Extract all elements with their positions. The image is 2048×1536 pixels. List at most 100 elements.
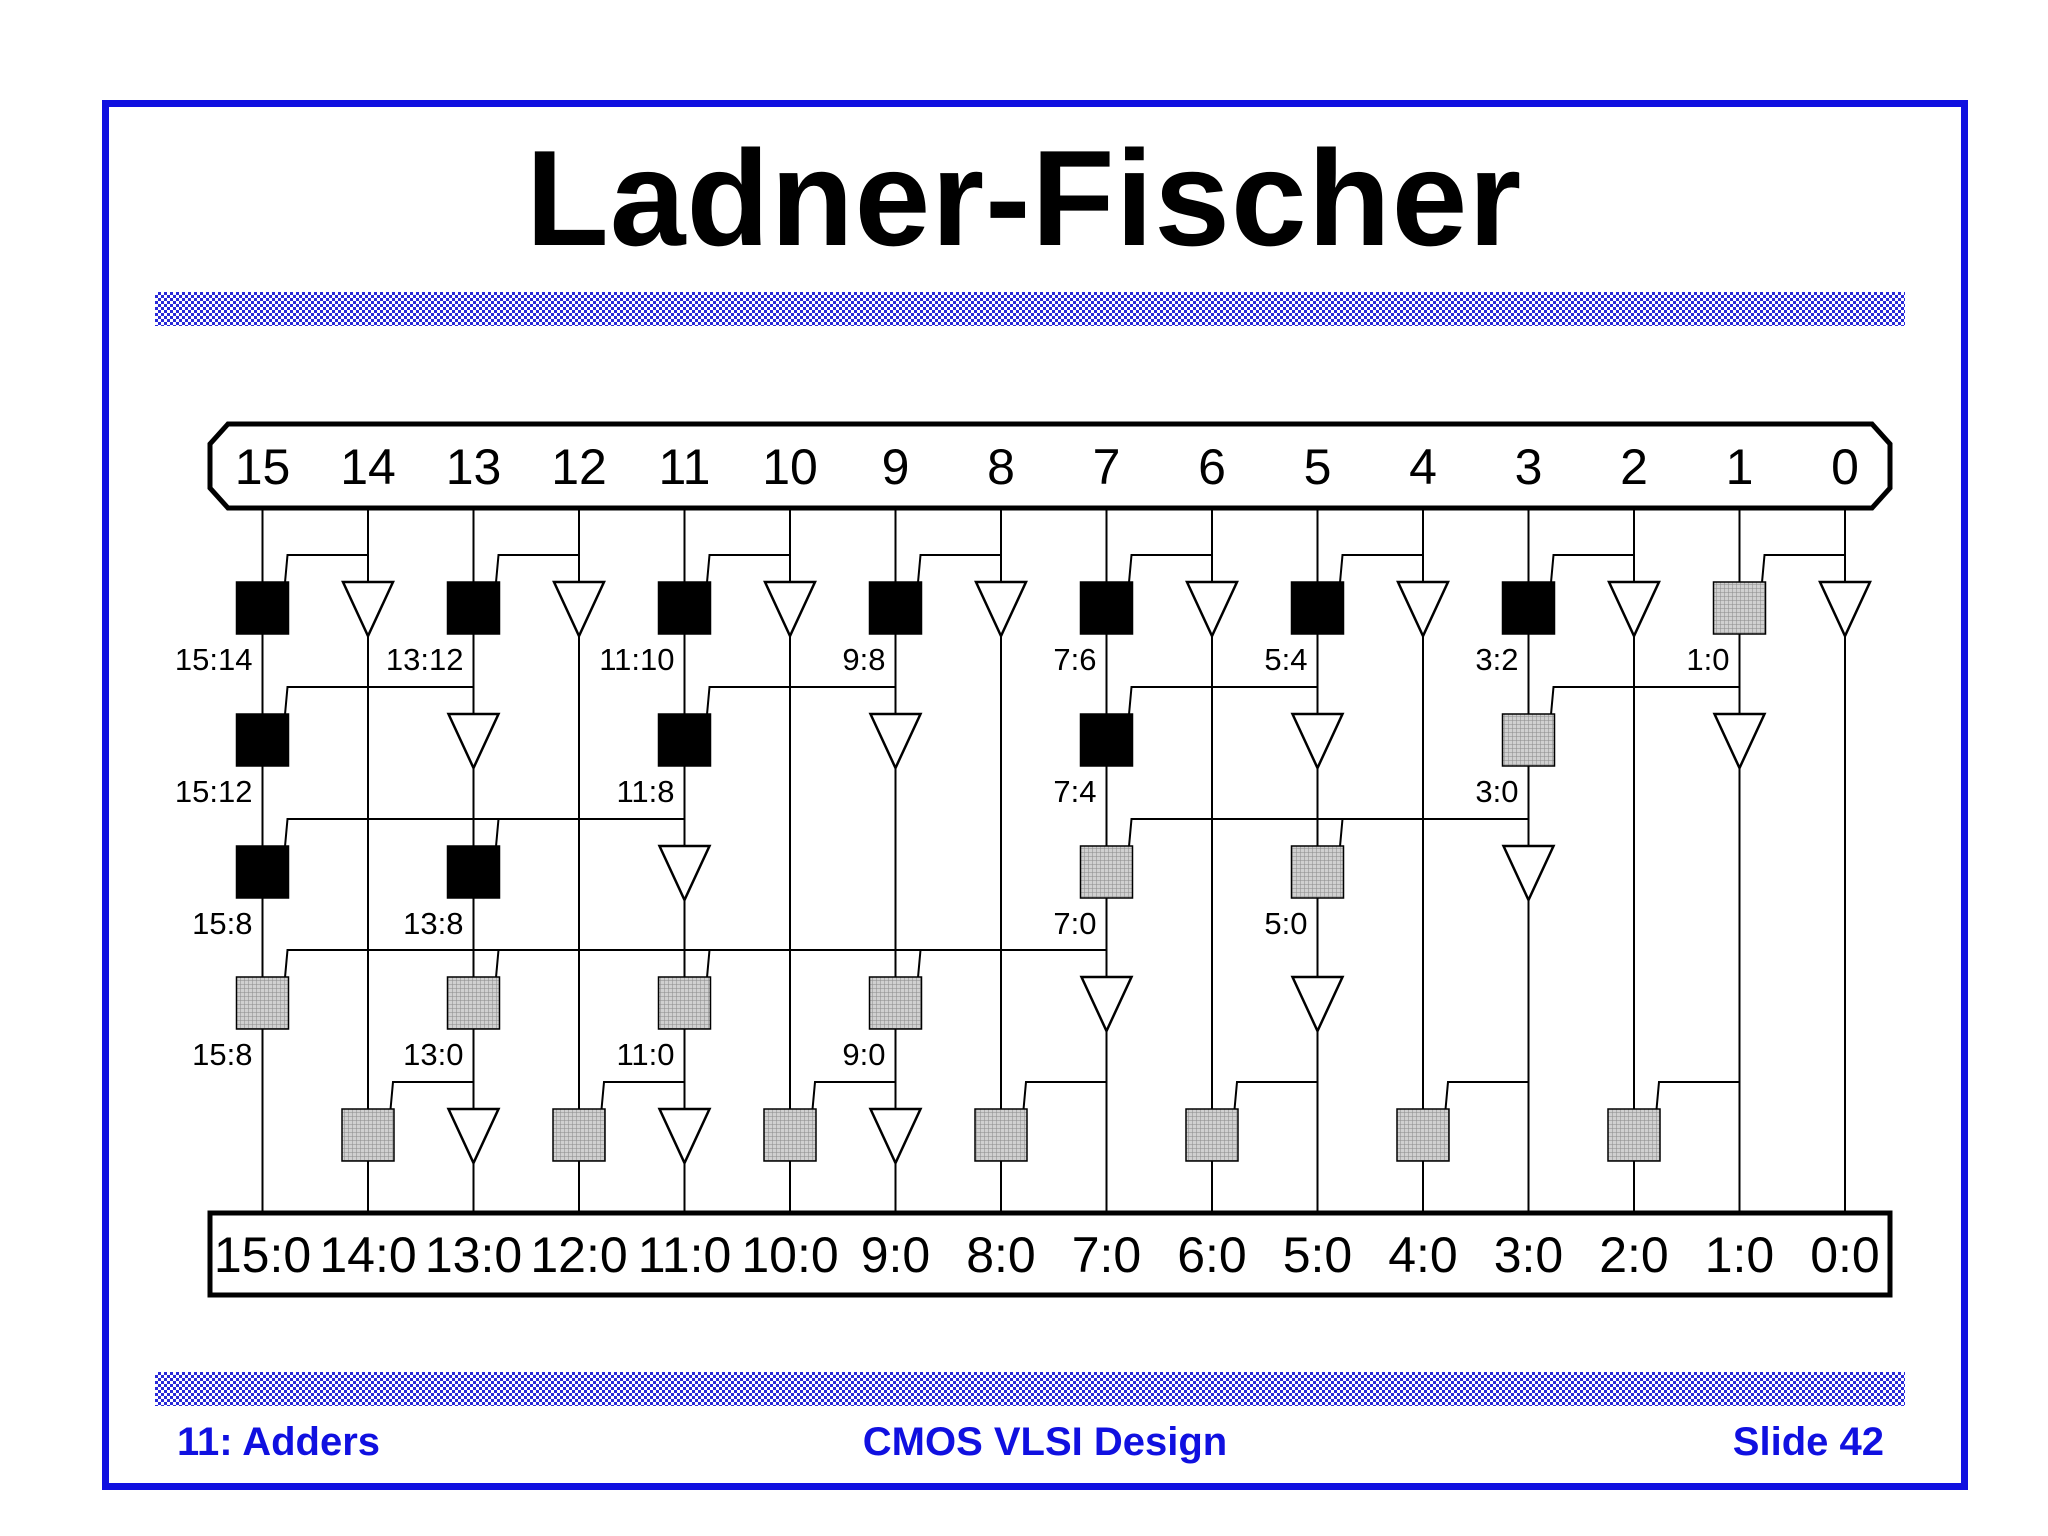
black-cell [235,845,290,899]
carry-feed-wire [1338,818,1529,853]
cell-prefix-label: 3:0 [1475,774,1518,809]
carry-feed-wire [1233,1081,1318,1116]
cell-prefix-label: 7:0 [1053,906,1096,941]
buffer-cell [1818,580,1872,639]
carry-feed-wire [811,1081,896,1116]
cell-prefix-label: 15:8 [192,906,252,941]
carry-feed-wire [494,818,685,853]
carry-feed-wire [389,1081,474,1116]
gray-cell [974,1108,1028,1162]
gray-cell [235,976,290,1030]
input-bit-label: 2 [1620,439,1648,495]
cell-prefix-label: 11:0 [616,1037,674,1072]
carry-feed-wire [283,686,474,721]
carry-feed-wire [916,949,1107,984]
black-cell [657,713,712,767]
carry-feed-wire [1549,686,1740,721]
gray-cell [868,976,923,1030]
carry-feed-wire [283,554,368,589]
cell-layer [235,580,1872,1166]
bottom-rule-band [155,1372,1905,1406]
black-cell [235,581,290,635]
buffer-cell [1607,580,1661,639]
carry-feed-wire [494,949,1107,984]
cell-prefix-label: 15:12 [175,774,253,809]
buffer-cell [868,712,923,771]
output-prefix-label: 6:0 [1177,1227,1247,1283]
buffer-cell [657,1107,712,1166]
buffer-cell [1185,580,1239,639]
cell-prefix-label: 11:10 [599,642,674,677]
gray-cell [1712,581,1767,635]
carry-feed-wire [494,554,579,589]
gray-cell [1290,845,1345,899]
output-prefix-label: 11:0 [638,1227,732,1283]
black-cell [868,581,923,635]
carry-feed-wire [1338,554,1423,589]
output-prefix-label: 13:0 [425,1227,522,1283]
output-bus [207,1210,1893,1298]
input-bit-label: 3 [1515,439,1543,495]
output-prefix-label: 3:0 [1494,1227,1564,1283]
output-prefix-label: 12:0 [530,1227,627,1283]
buffer-cell [657,844,712,903]
carry-feed-wire [1022,1081,1107,1116]
input-bit-label: 8 [987,439,1015,495]
buffer-cell [1079,975,1134,1034]
output-prefix-label: 14:0 [319,1227,416,1283]
top-rule-band [155,292,1905,326]
black-cell [1501,581,1556,635]
output-prefix-label: 0:0 [1810,1227,1880,1283]
input-bit-label: 0 [1831,439,1859,495]
buffer-cell [552,580,606,639]
cell-prefix-label: 15:8 [192,1037,252,1072]
slide-frame [102,100,1968,1490]
buffer-cell [868,1107,923,1166]
input-bit-label: 9 [882,439,910,495]
cell-prefix-label: 13:12 [386,642,464,677]
output-prefix-label: 15:0 [214,1227,311,1283]
carry-feed-wire [1444,1081,1529,1116]
black-cell [657,581,712,635]
buffer-cell [974,580,1028,639]
output-prefix-label: 5:0 [1283,1227,1353,1283]
gray-cell [1079,845,1134,899]
gray-cell [763,1108,817,1162]
carry-feed-wire [1549,554,1634,589]
footer-chapter: 11: Adders [177,1420,381,1464]
input-bit-label: 12 [551,439,607,495]
output-prefix-label: 10:0 [741,1227,838,1283]
carry-feed-wire [600,1081,685,1116]
buffer-cell [1396,580,1450,639]
footer-course-title: CMOS VLSI Design [862,1420,1228,1464]
black-cell [446,581,501,635]
carry-feed-wire [1127,554,1212,589]
input-bit-label: 15 [235,439,291,495]
carry-feed-wire [705,686,896,721]
cell-prefix-label: 13:8 [403,906,463,941]
carry-feed-wire [1127,686,1318,721]
cell-prefix-label: 5:0 [1264,906,1307,941]
buffer-cell [341,580,395,639]
output-prefix-label: 7:0 [1072,1227,1142,1283]
cell-prefix-label: 5:4 [1264,642,1307,677]
output-prefix-label: 8:0 [966,1227,1036,1283]
carry-feed-wire [916,554,1001,589]
input-bit-label: 1 [1726,439,1754,495]
buffer-cell [446,1107,501,1166]
gray-cell [657,976,712,1030]
cell-prefix-label: 13:0 [403,1037,463,1072]
black-cell [1079,713,1134,767]
gray-cell [1396,1108,1450,1162]
gray-cell [446,976,501,1030]
buffer-cell [1712,712,1767,771]
gray-cell [552,1108,606,1162]
input-bit-label: 7 [1093,439,1121,495]
input-bit-label: 10 [762,439,818,495]
input-bit-label: 11 [659,439,711,495]
black-cell [1290,581,1345,635]
cell-prefix-label: 7:4 [1053,774,1096,809]
